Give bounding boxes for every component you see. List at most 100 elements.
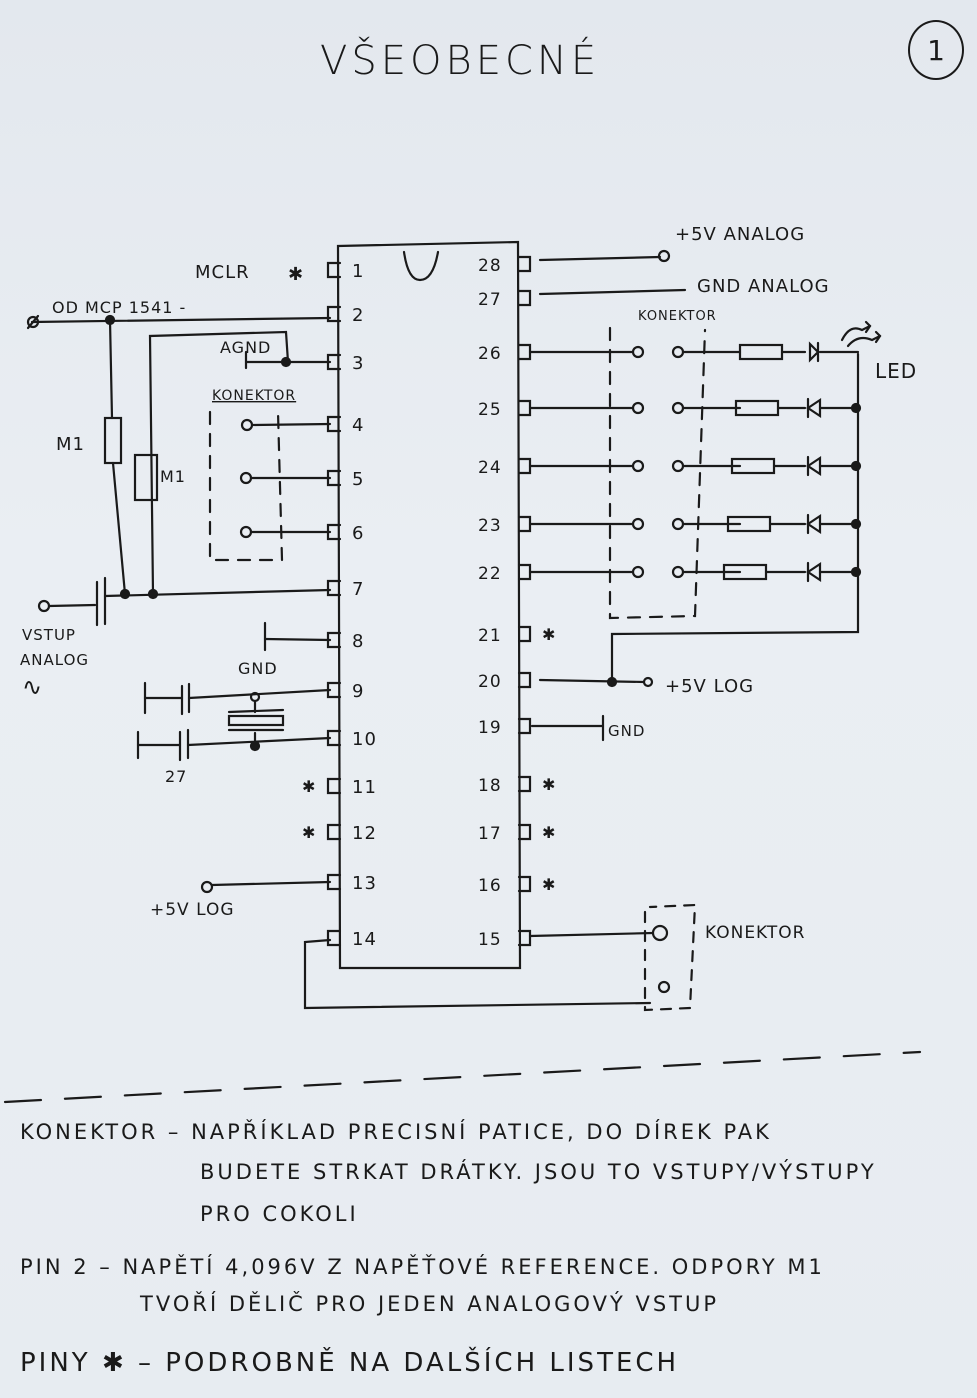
chip-pin-11	[326, 777, 342, 795]
pin-number-13: 13	[352, 873, 377, 894]
pin27-net	[538, 288, 687, 296]
pin-number-22: 22	[478, 564, 502, 584]
m1-a-label: M1	[56, 434, 85, 455]
led-row	[528, 397, 862, 419]
pin14-net	[303, 938, 652, 1010]
connector-right	[608, 326, 707, 620]
chip-pin-14	[326, 929, 342, 947]
pin-number-20: 20	[478, 672, 502, 692]
led-row	[528, 513, 862, 535]
resistor-icon	[738, 343, 784, 361]
pin-number-12: 12	[352, 823, 377, 844]
chip-pin-20	[517, 671, 532, 689]
pin-number-4: 4	[352, 415, 364, 436]
vstup-label-1: VSTUP	[22, 626, 76, 644]
konektor-right-label: KONEKTOR	[638, 309, 717, 324]
led-label: LED	[875, 359, 917, 383]
ac-symbol-icon: ∿	[22, 673, 43, 701]
resistor-m1-b	[133, 330, 290, 596]
resistor-m1-a	[103, 318, 127, 596]
analog-input-net	[37, 576, 332, 627]
note-0-line-0: KONEKTOR – NAPŘÍKLAD PRECISNÍ PATICE, DO…	[20, 1120, 772, 1144]
note-1-line-0: PIN 2 – NAPĚTÍ 4,096V Z NAPĚŤOVÉ REFEREN…	[20, 1255, 825, 1279]
agnd-net	[244, 350, 332, 370]
agnd-label: AGND	[220, 338, 271, 357]
page-number-badge: 1	[908, 20, 964, 80]
gnd-analog-label: GND ANALOG	[697, 276, 830, 297]
chip-pin-1	[326, 261, 342, 279]
gnd-pin19-label: GND	[608, 722, 645, 740]
star-pin-21: ✱	[542, 625, 556, 644]
note-0-line-2: PRO COKOLI	[200, 1202, 359, 1226]
konektor-bottom-label: KONEKTOR	[705, 923, 805, 943]
note-1-line-1: TVOŘÍ DĚLIČ PRO JEDEN ANALOGOVÝ VSTUP	[140, 1292, 720, 1316]
pin19-net	[530, 714, 605, 742]
pin-number-9: 9	[352, 681, 364, 702]
pin2-net	[26, 314, 332, 330]
pin-number-1: 1	[352, 261, 364, 282]
star-pin-16: ✱	[542, 875, 556, 894]
chip-pin-19	[517, 717, 532, 735]
star-pin-12: ✱	[302, 823, 316, 842]
plus5v-log-left-label: +5V LOG	[150, 900, 235, 920]
chip-pin-25	[517, 399, 532, 417]
pin-number-21: 21	[478, 626, 502, 646]
chip-pin-22	[517, 563, 532, 581]
page-title: VŠEOBECNÉ	[320, 38, 601, 84]
pin-number-6: 6	[352, 523, 364, 544]
chip-pin-28	[517, 255, 532, 273]
od-mcp-label: OD MCP 1541 -	[52, 298, 186, 317]
gnd-pin8-label: GND	[238, 659, 278, 678]
star-pin-18: ✱	[542, 775, 556, 794]
pin-number-27: 27	[478, 290, 502, 310]
led-row	[528, 341, 860, 363]
pin-number-16: 16	[478, 876, 502, 896]
pin13-net	[200, 880, 332, 894]
pin15-net	[528, 903, 697, 1012]
mclr-label: MCLR	[195, 262, 250, 283]
crystal-oscillator	[136, 681, 332, 762]
pin-number-26: 26	[478, 344, 502, 364]
led-row	[528, 455, 862, 477]
chip-pin-21	[517, 625, 532, 643]
chip-notch-icon	[402, 250, 440, 282]
pin-number-8: 8	[352, 631, 364, 652]
separator-line	[3, 1050, 922, 1104]
chip-pin-26	[517, 343, 532, 361]
m1-b-label: M1	[160, 467, 186, 486]
pin-number-15: 15	[478, 930, 502, 950]
pin-number-7: 7	[352, 579, 364, 600]
diode-icon	[806, 397, 822, 419]
pin-number-11: 11	[352, 777, 377, 798]
page-number: 1	[927, 33, 945, 67]
plus5v-log-right-label: +5V LOG	[665, 676, 754, 697]
diode-icon	[806, 455, 822, 477]
pin8-gnd	[263, 621, 332, 652]
plus5v-analog-label: +5V ANALOG	[675, 224, 805, 245]
pin-number-2: 2	[352, 305, 364, 326]
star-pin1: ✱	[288, 264, 304, 285]
chip-pin-18	[517, 775, 532, 793]
chip-pin-27	[517, 289, 532, 307]
pin-number-5: 5	[352, 469, 364, 490]
pin-number-10: 10	[352, 729, 377, 750]
diode-icon	[806, 561, 822, 583]
star-pin-17: ✱	[542, 823, 556, 842]
vstup-label-2: ANALOG	[20, 651, 89, 669]
chip-pin-7	[326, 579, 342, 597]
pin20-net	[538, 676, 654, 688]
connector-left	[208, 410, 332, 562]
led-light-icon	[840, 320, 882, 348]
pin-number-18: 18	[478, 776, 502, 796]
chip-pin-24	[517, 457, 532, 475]
diode-icon	[806, 513, 822, 535]
resistor-icon	[734, 399, 780, 417]
chip-pin-17	[517, 823, 532, 841]
chip-pin-15	[517, 929, 532, 947]
chip-pin-2	[326, 305, 342, 323]
konektor-left-label: KONEKTOR	[212, 388, 296, 404]
led-row	[528, 561, 862, 583]
chip-pin-23	[517, 515, 532, 533]
chip-pin-16	[517, 875, 532, 893]
